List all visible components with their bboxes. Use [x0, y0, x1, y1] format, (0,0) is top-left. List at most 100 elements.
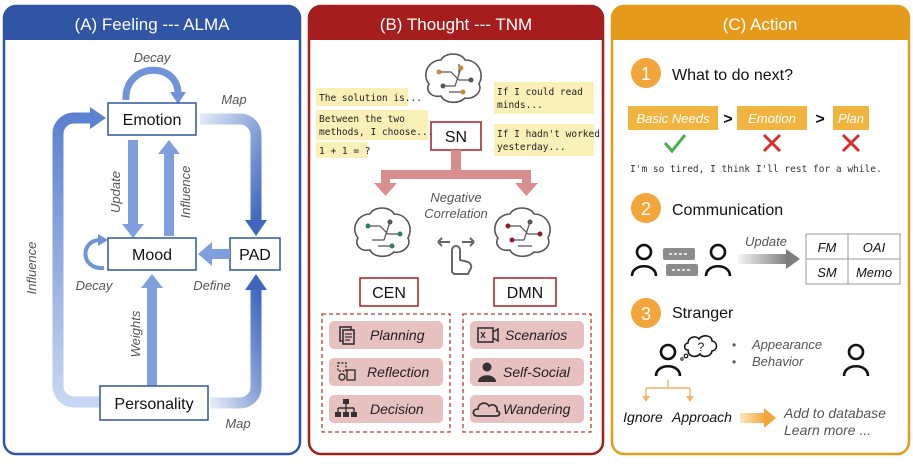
arrow-update-head — [122, 224, 144, 238]
node-dmn — [493, 277, 557, 307]
memory-memo: Memo — [856, 265, 892, 280]
arrow-influence-mid-head — [158, 140, 180, 154]
step-3-number: 3 — [641, 304, 651, 324]
fork-stem — [451, 150, 461, 174]
panel-a-title: (A) Feeling --- ALMA — [75, 15, 231, 34]
tired-text: I'm so tired, I think I'll rest for a wh… — [630, 164, 882, 175]
arrow-map-top-head — [245, 220, 267, 236]
node-personality-label: Personality — [114, 396, 193, 413]
node-mood-label: Mood — [132, 247, 172, 264]
label-approach: Approach — [671, 409, 732, 425]
node-pad-label: PAD — [239, 247, 271, 264]
person-icon-self — [654, 343, 682, 377]
arrow-weights — [147, 286, 157, 386]
node-sn-label: SN — [445, 129, 467, 146]
priority-plan — [833, 106, 869, 130]
arrow-database-head — [764, 408, 776, 428]
node-mood — [107, 237, 197, 271]
node-cen — [359, 277, 419, 307]
person-icon-right — [704, 243, 732, 277]
label-correlation: Correlation — [424, 206, 488, 221]
node-cen-label: CEN — [372, 285, 406, 302]
priority-basic-needs — [628, 106, 718, 130]
fork-right-head — [515, 183, 538, 196]
cloud-icon — [472, 402, 501, 417]
brain-dmn-icon — [494, 207, 551, 258]
label-update: Update — [108, 171, 123, 213]
branch-arrows — [642, 380, 694, 402]
person-icon-stranger — [842, 343, 870, 377]
cen-item-decision — [329, 395, 443, 423]
memory-oai: OAI — [863, 240, 886, 255]
note-right-2-text-a: If I hadn't worked — [497, 129, 600, 140]
node-emotion-label: Emotion — [123, 112, 182, 129]
note-left-2-text-a: Between the two — [319, 114, 405, 125]
swipe-hand-icon — [437, 237, 475, 275]
node-emotion — [107, 102, 197, 136]
arrow-influence-mid — [164, 152, 174, 236]
cross-icon-emotion — [762, 133, 782, 153]
note-left-2-text-b: methods, I choose... — [319, 127, 433, 138]
cen-item-planning-label: Planning — [370, 327, 425, 343]
fork-bar — [381, 170, 531, 179]
brain-sn-icon — [425, 53, 482, 104]
note-right-1-text-a: If I could read — [497, 87, 583, 98]
priority-emotion — [737, 106, 807, 130]
step-2-badge — [631, 193, 661, 223]
thought-bubble-icon — [680, 335, 718, 361]
note-right-1 — [494, 82, 594, 114]
memory-table — [805, 233, 901, 285]
cen-item-decision-label: Decision — [370, 401, 424, 417]
label-define: Define — [193, 278, 231, 293]
cross-icon-plan — [841, 133, 861, 153]
dmn-item-scenarios-label: Scenarios — [505, 327, 567, 343]
label-decay-left: Decay — [76, 278, 114, 293]
dmn-item-wandering-label: Wandering — [503, 401, 571, 417]
priority-basic-needs-label: Basic Needs — [637, 111, 710, 126]
label-decay-top: Decay — [134, 50, 172, 65]
decay-loop-top — [122, 66, 182, 101]
step-2-label: Communication — [672, 202, 783, 219]
cen-item-reflection — [329, 358, 443, 386]
dmn-item-self-social-label: Self-Social — [503, 364, 571, 380]
note-left-1 — [316, 88, 408, 106]
arrow-define — [210, 249, 230, 259]
label-learn-more: Learn more ... — [784, 422, 871, 438]
decay-loop-left — [83, 238, 105, 271]
decay-arrowhead-left — [98, 234, 108, 246]
panel-b-frame — [307, 4, 605, 456]
panel-c-header — [612, 6, 909, 40]
panel-b-title: (B) Thought --- TNM — [380, 15, 532, 34]
node-dmn-label: DMN — [507, 285, 543, 302]
arrow-update-memory-head — [786, 249, 800, 269]
step-3-label: Stranger — [672, 305, 734, 322]
label-negative: Negative — [430, 190, 481, 205]
arrow-influence-left-head — [90, 107, 106, 129]
person-icon-left — [630, 243, 658, 277]
label-map-top: Map — [221, 92, 246, 107]
arrow-map-bottom-head — [245, 274, 267, 290]
label-ignore: Ignore — [623, 409, 663, 425]
priority-separator-1: > — [723, 111, 732, 128]
dmn-functions-group — [462, 313, 592, 433]
label-influence-mid: Influence — [178, 166, 193, 219]
bullet-appearance: • — [732, 338, 736, 352]
arrow-define-head — [198, 242, 212, 266]
priority-plan-label: Plan — [838, 111, 864, 126]
cen-functions-group — [321, 313, 451, 433]
label-behavior: Behavior — [752, 354, 804, 369]
fork-left-head — [374, 183, 397, 196]
label-add-database: Add to database — [783, 405, 886, 421]
arrow-map-top — [200, 113, 262, 222]
label-appearance: Appearance — [751, 337, 822, 352]
label-update-memory: Update — [745, 234, 787, 249]
priority-emotion-label: Emotion — [748, 111, 796, 126]
question-mark: ? — [698, 340, 705, 354]
note-left-1-text: The solution is... — [319, 93, 422, 104]
panel-b-header — [309, 6, 603, 40]
arrow-weights-head — [141, 274, 163, 288]
fork-left-drop — [381, 170, 390, 184]
step-1-number: 1 — [641, 64, 651, 84]
panel-feeling: (A) Feeling --- ALMA Decay Emotion Updat… — [2, 4, 302, 456]
